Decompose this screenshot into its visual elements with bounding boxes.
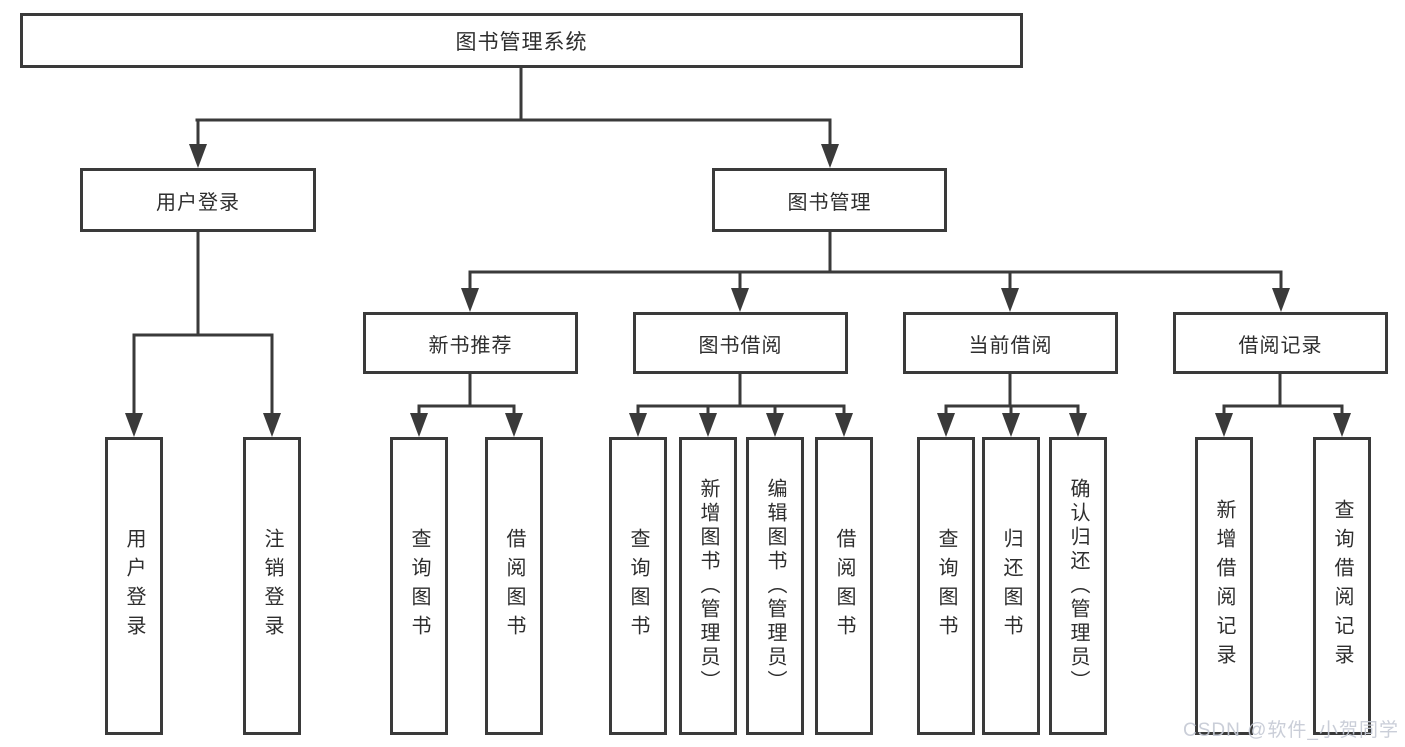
leaf-return-books: 归还图书 xyxy=(982,437,1040,735)
node-label: 用户登录 xyxy=(156,191,240,214)
node-label: 图书借阅 xyxy=(698,334,783,357)
node-label: 新书推荐 xyxy=(428,334,513,357)
csdn-watermark: CSDN @软件_小贺同学 xyxy=(1183,720,1399,741)
leaf-confirm-return-admin: 确认归还（管理员） xyxy=(1049,437,1107,735)
leaf-label: 编辑图书（管理员） xyxy=(764,478,786,694)
leaf-user-login: 用户登录 xyxy=(105,437,163,735)
node-label: 图书管理系统 xyxy=(455,30,588,54)
leaf-query-books-recommend: 查询图书 xyxy=(390,437,448,735)
leaf-label: 查询图书 xyxy=(408,528,430,644)
leaf-query-books-borrow: 查询图书 xyxy=(609,437,667,735)
node-new-book-recommendation: 新书推荐 xyxy=(363,312,578,374)
leaf-label: 新增借阅记录 xyxy=(1213,499,1235,673)
leaf-query-books-current: 查询图书 xyxy=(917,437,975,735)
leaf-label: 查询借阅记录 xyxy=(1331,499,1353,673)
leaf-logout: 注销登录 xyxy=(243,437,301,735)
leaf-label: 借阅图书 xyxy=(833,528,855,644)
leaf-add-books-admin: 新增图书（管理员） xyxy=(679,437,737,735)
leaf-label: 查询图书 xyxy=(935,528,957,644)
leaf-label: 新增图书（管理员） xyxy=(697,478,719,694)
leaf-borrow-books-recommend: 借阅图书 xyxy=(485,437,543,735)
node-borrowing-records: 借阅记录 xyxy=(1173,312,1388,374)
leaf-label: 用户登录 xyxy=(123,528,145,644)
leaf-label: 确认归还（管理员） xyxy=(1067,478,1089,694)
node-book-management: 图书管理 xyxy=(712,168,947,232)
leaf-borrow-books: 借阅图书 xyxy=(815,437,873,735)
node-library-management-system: 图书管理系统 xyxy=(20,13,1023,68)
leaf-query-borrow-record: 查询借阅记录 xyxy=(1313,437,1371,735)
leaf-edit-books-admin: 编辑图书（管理员） xyxy=(746,437,804,735)
leaf-add-borrow-record: 新增借阅记录 xyxy=(1195,437,1253,735)
node-current-borrowing: 当前借阅 xyxy=(903,312,1118,374)
leaf-label: 借阅图书 xyxy=(503,528,525,644)
node-label: 图书管理 xyxy=(787,191,872,214)
node-user-login: 用户登录 xyxy=(80,168,316,232)
leaf-label: 查询图书 xyxy=(627,528,649,644)
node-book-borrowing: 图书借阅 xyxy=(633,312,848,374)
node-label: 当前借阅 xyxy=(968,334,1053,357)
node-label: 借阅记录 xyxy=(1238,334,1323,357)
leaf-label: 归还图书 xyxy=(1000,528,1022,644)
leaf-label: 注销登录 xyxy=(261,528,283,644)
